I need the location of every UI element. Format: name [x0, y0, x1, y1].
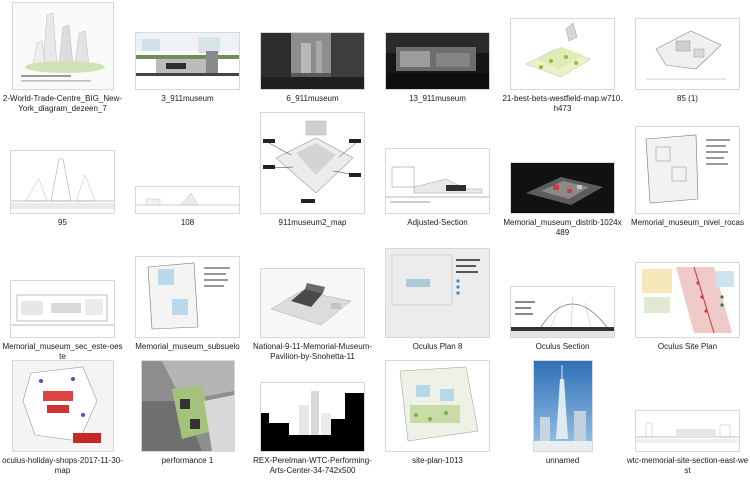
file-item[interactable]: site-plan-1013 [375, 360, 500, 466]
thumbnail-frame [250, 362, 375, 452]
thumbnail-frame [125, 248, 250, 338]
file-name: 6_911museum [286, 94, 339, 103]
file-item[interactable]: Memorial_museum_nivel_rocas [625, 124, 750, 228]
image-thumbnail [635, 126, 740, 214]
image-thumbnail [510, 18, 615, 90]
thumbnail-frame [0, 248, 125, 338]
image-thumbnail [11, 360, 114, 452]
file-name: Memorial_museum_nivel_rocas [631, 218, 744, 227]
image-thumbnail [260, 112, 365, 214]
image-thumbnail [635, 410, 740, 452]
file-item[interactable]: Oculus Site Plan [625, 248, 750, 352]
file-name: 13_911museum [409, 94, 466, 103]
file-item[interactable]: Memorial_museum_distrib-1024x489 [500, 124, 625, 238]
image-thumbnail [135, 186, 240, 214]
file-name: 911museum2_map [278, 218, 347, 227]
file-name: 21-best-bets-westfield-map.w710.h473 [502, 94, 623, 113]
image-thumbnail [10, 150, 115, 214]
thumbnail-frame [250, 248, 375, 338]
thumbnail-frame [375, 124, 500, 214]
image-thumbnail [260, 32, 365, 90]
file-name: 108 [180, 218, 195, 227]
image-thumbnail [532, 360, 593, 452]
thumbnail-frame [500, 360, 625, 452]
file-item[interactable]: 13_911museum [375, 0, 500, 104]
file-name: 85 (1) [677, 94, 698, 103]
file-name: oculus-holiday-shops-2017-11-30-map [2, 456, 123, 475]
thumbnail-frame [625, 248, 750, 338]
file-item[interactable]: 911museum2_map [250, 112, 375, 228]
file-item[interactable]: 3_911museum [125, 0, 250, 104]
thumbnail-frame [375, 248, 500, 338]
thumbnail-frame [625, 362, 750, 452]
file-item[interactable]: National-9-11-Memorial-Museum-Pavilion-b… [250, 248, 375, 362]
image-thumbnail [385, 360, 490, 452]
image-thumbnail [510, 162, 615, 214]
thumbnail-frame [125, 0, 250, 90]
file-name: site-plan-1013 [412, 456, 463, 465]
image-thumbnail [260, 382, 365, 452]
thumbnail-frame [0, 0, 125, 90]
file-item[interactable]: wtc-memorial-site-section-east-west [625, 362, 750, 476]
image-thumbnail [135, 256, 240, 338]
file-name: Oculus Plan 8 [412, 342, 463, 351]
image-thumbnail [135, 32, 240, 90]
file-name: Oculus Site Plan [657, 342, 718, 351]
file-name: Memorial_museum_sec_este-oeste [2, 342, 123, 361]
image-thumbnail [635, 262, 740, 338]
file-name: Oculus Section [535, 342, 590, 351]
image-thumbnail [140, 360, 235, 452]
file-name: Memorial_museum_distrib-1024x489 [503, 218, 622, 237]
thumbnail-frame [500, 248, 625, 338]
file-item[interactable]: 6_911museum [250, 0, 375, 104]
file-item[interactable]: Adjusted-Section [375, 124, 500, 228]
image-thumbnail [635, 18, 740, 90]
thumbnail-frame [500, 0, 625, 90]
file-name: performance 1 [161, 456, 214, 465]
thumbnail-frame [125, 360, 250, 452]
thumbnail-frame [250, 112, 375, 214]
file-item[interactable]: 2-World-Trade-Centre_BIG_New-York_diagra… [0, 0, 125, 114]
file-item[interactable]: unnamed [500, 360, 625, 466]
file-name: Adjusted-Section [407, 218, 468, 227]
file-item[interactable]: 85 (1) [625, 0, 750, 104]
thumbnail-frame [375, 360, 500, 452]
file-item[interactable]: 108 [125, 124, 250, 228]
file-name: National-9-11-Memorial-Museum-Pavilion-b… [253, 342, 372, 361]
thumbnail-frame [250, 0, 375, 90]
file-item[interactable]: performance 1 [125, 360, 250, 466]
image-thumbnail [10, 280, 115, 338]
file-name: 3_911museum [161, 94, 214, 103]
file-item[interactable]: 21-best-bets-westfield-map.w710.h473 [500, 0, 625, 114]
thumbnail-frame [625, 124, 750, 214]
image-thumbnail [385, 32, 490, 90]
file-item[interactable]: Memorial_museum_sec_este-oeste [0, 248, 125, 362]
file-item[interactable]: Memorial_museum_subsuelo [125, 248, 250, 352]
image-thumbnail [510, 286, 615, 338]
thumbnail-frame [0, 360, 125, 452]
image-thumbnail [260, 268, 365, 338]
file-item[interactable]: oculus-holiday-shops-2017-11-30-map [0, 360, 125, 476]
file-name: Memorial_museum_subsuelo [135, 342, 240, 351]
image-thumbnail [385, 248, 490, 338]
thumbnail-frame [125, 124, 250, 214]
thumbnail-frame [0, 124, 125, 214]
thumbnail-frame [375, 0, 500, 90]
file-item[interactable]: Oculus Section [500, 248, 625, 352]
file-item[interactable]: 95 [0, 124, 125, 228]
file-name: wtc-memorial-site-section-east-west [626, 456, 749, 475]
file-name: 95 [58, 218, 67, 227]
file-name: REX-Perelman-WTC-Performing-Arts-Center-… [253, 456, 372, 475]
thumbnail-frame [625, 0, 750, 90]
file-name: unnamed [545, 456, 580, 465]
image-thumbnail [385, 148, 490, 214]
image-thumbnail [11, 2, 114, 90]
file-item[interactable]: Oculus Plan 8 [375, 248, 500, 352]
file-name: 2-World-Trade-Centre_BIG_New-York_diagra… [2, 94, 123, 113]
file-item[interactable]: REX-Perelman-WTC-Performing-Arts-Center-… [250, 362, 375, 476]
thumbnail-frame [500, 124, 625, 214]
